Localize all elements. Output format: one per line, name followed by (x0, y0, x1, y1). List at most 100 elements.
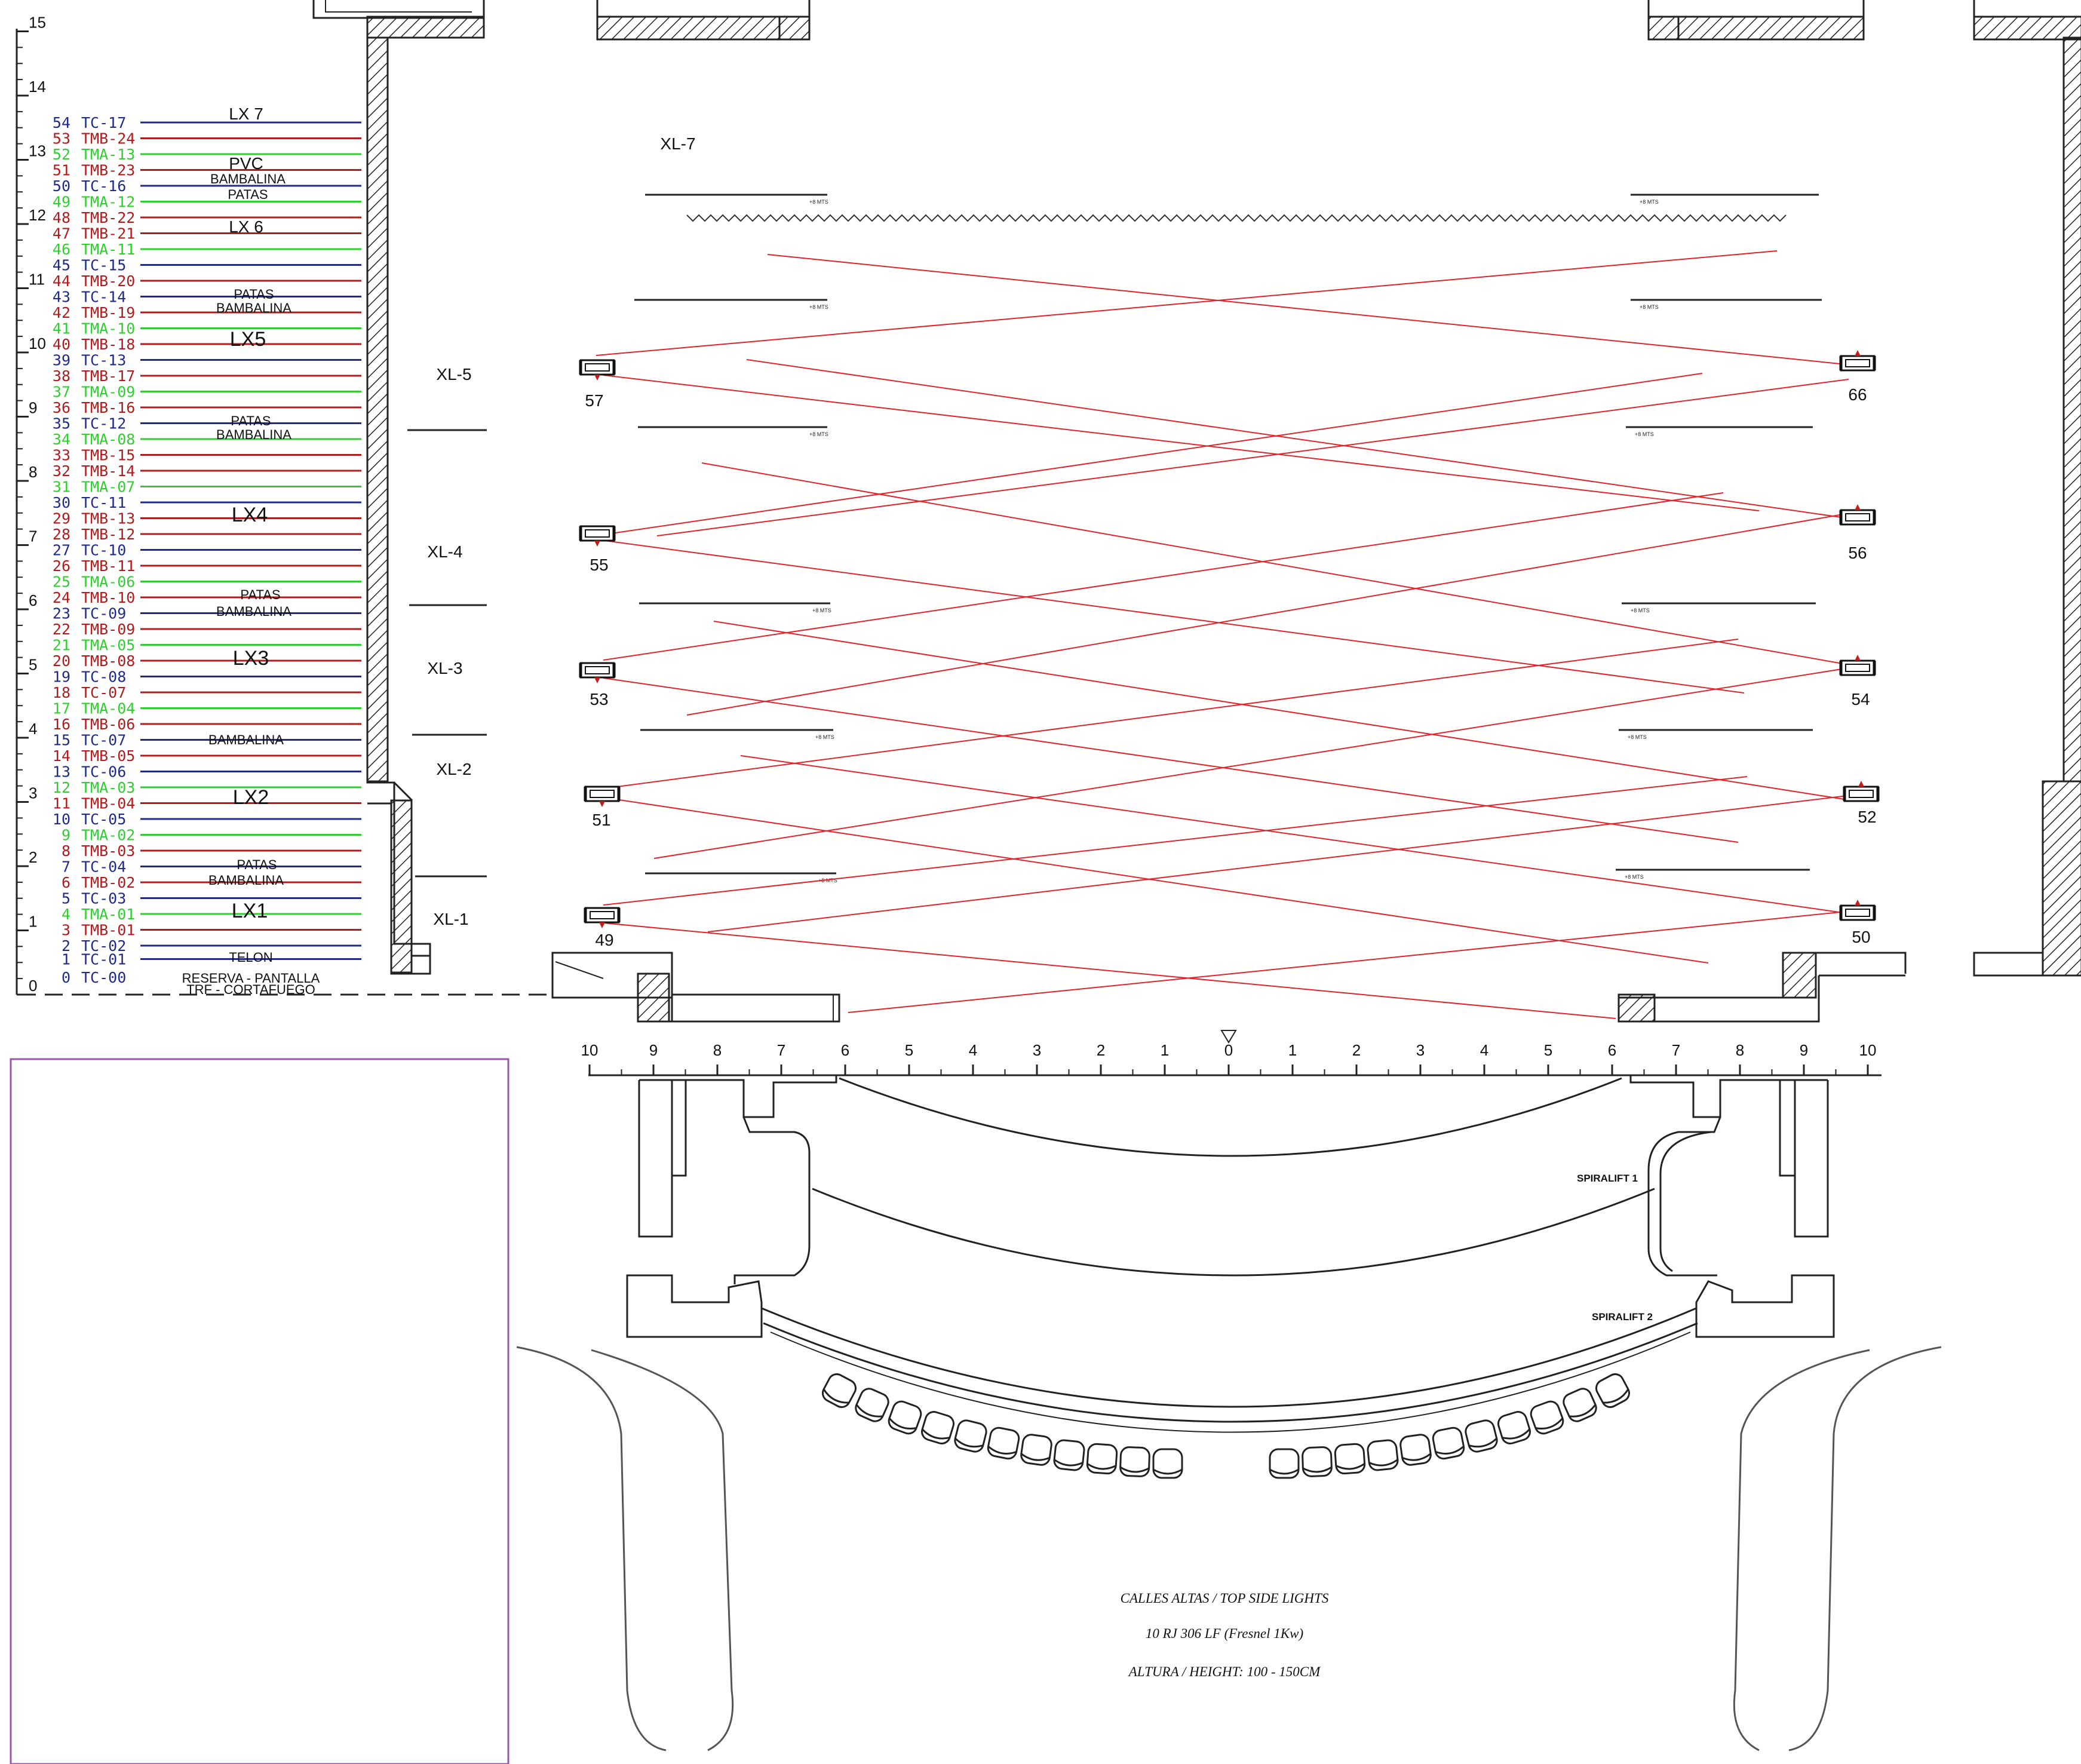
rod-code: TMA-02 (81, 827, 135, 844)
rod-number: 44 (53, 272, 70, 290)
rod-number: 54 (53, 114, 70, 131)
ruler-label: 3 (1033, 1041, 1041, 1059)
rod-code: TC-13 (81, 352, 126, 369)
seat-icon (1302, 1446, 1333, 1477)
rod-number: 14 (53, 747, 70, 765)
bar-label-patas: PATAS (240, 587, 280, 602)
fixture-number: 66 (1848, 385, 1867, 404)
bar-label-lx2: LX2 (233, 786, 269, 809)
scale-label: 10 (29, 335, 46, 352)
ruler-label: 7 (777, 1041, 785, 1059)
rod-code: TMB-03 (81, 842, 135, 860)
ruler-label: 6 (841, 1041, 849, 1059)
bar-label-lx6: LX 6 (229, 217, 263, 236)
ruler-label: 1 (1288, 1041, 1297, 1059)
spiralift-labels: SPIRALIFT 1 SPIRALIFT 2 (1577, 1173, 1653, 1323)
center-mark-icon (1220, 1030, 1237, 1044)
ruler-label: 9 (1800, 1041, 1808, 1059)
scale-label: 8 (29, 463, 37, 481)
bar-label-lx3: LX3 (233, 647, 269, 670)
bar-label-patas: PATAS (228, 187, 268, 202)
scale-label: 15 (29, 14, 46, 32)
seat-icon (888, 1400, 922, 1435)
distance-mark: +8 MTS (812, 608, 831, 613)
ruler-label: 6 (1608, 1041, 1616, 1059)
bar-label-lx4: LX4 (232, 504, 268, 526)
rod-code: TMB-17 (81, 367, 135, 385)
legend-frame (10, 1058, 509, 1764)
scale-label: 4 (29, 720, 37, 738)
distance-mark: +8 MTS (1628, 734, 1647, 740)
rod-number: 46 (53, 241, 70, 258)
bar-label-lx1: LX1 (232, 900, 268, 922)
rod-code: TMB-08 (81, 652, 135, 670)
distance-mark: +8 MTS (815, 734, 834, 740)
rod-number: 34 (53, 431, 70, 448)
rod-code: TMB-01 (81, 922, 135, 939)
seat-icon (1367, 1439, 1399, 1471)
bar-label-bambalina: BAMBALINA (216, 604, 291, 619)
seat-icon (1119, 1446, 1150, 1477)
rod-code: TC-07 (81, 684, 126, 701)
seat-icon (1334, 1443, 1366, 1475)
seat-icon (1269, 1448, 1300, 1479)
rod-number: 2 (62, 937, 70, 955)
bar-label-bambalina: BAMBALINA (208, 732, 284, 747)
rod-number: 31 (53, 478, 70, 496)
rod-code: TMA-06 (81, 573, 135, 591)
rod-number: 5 (62, 890, 70, 907)
distance-mark: +8 MTS (809, 199, 828, 205)
rod-code: TC-16 (81, 177, 126, 195)
rod-code: TC-12 (81, 415, 126, 432)
rod-code: TMB-16 (81, 399, 135, 416)
rod-code: TMB-24 (81, 130, 135, 148)
fresnel-fixture-icon (579, 525, 616, 547)
rod-code: TC-10 (81, 542, 126, 559)
title: CALLES ALTAS / TOP SIDE LIGHTS (1121, 1591, 1329, 1606)
height-note: ALTURA / HEIGHT: 100 - 150CM (1128, 1664, 1321, 1679)
rod-number: 29 (53, 510, 70, 527)
ruler-label: 4 (969, 1041, 977, 1059)
bar-label-telon: TELON (229, 950, 272, 965)
auditorium-aisles (516, 1346, 1942, 1751)
ruler-label: 1 (1161, 1041, 1169, 1059)
rod-number: 11 (53, 795, 70, 812)
rod-code: TMB-10 (81, 589, 135, 606)
seat-icon (1152, 1448, 1183, 1479)
rod-code: TC-02 (81, 937, 126, 955)
wing-dividers (407, 429, 487, 878)
subtitle: 10 RJ 306 LF (Fresnel 1Kw) (1146, 1626, 1303, 1641)
scale-label: 1 (29, 913, 37, 931)
ruler-label: 5 (905, 1041, 913, 1059)
rod-number: 51 (53, 162, 70, 179)
seat-icon (1465, 1419, 1498, 1453)
rod-number: 26 (53, 557, 70, 575)
rod-code: TC-05 (81, 811, 126, 828)
rod-number: 42 (53, 304, 70, 321)
fixture-number: 49 (595, 931, 613, 949)
scale-label: 12 (29, 206, 46, 224)
spiralift-2-label: SPIRALIFT 2 (1592, 1311, 1653, 1323)
rod-number: 50 (53, 177, 70, 195)
rod-number: 18 (53, 684, 70, 701)
bar-labels: LX 7 PVC BAMBALINA PATAS LX 6 PATAS BAMB… (182, 105, 320, 997)
rod-code: TMB-04 (81, 795, 135, 812)
stage-walls (18, 0, 2081, 1023)
rod-code: TC-03 (81, 890, 126, 907)
rod-code: TMA-05 (81, 637, 135, 654)
rod-code: TMA-01 (81, 906, 135, 923)
distance-mark: +8 MTS (1635, 431, 1654, 437)
bar-label-bambalina: BAMBALINA (210, 171, 286, 186)
bar-label-bambalina: BAMBALINA (208, 873, 284, 888)
rod-number: 21 (53, 637, 70, 654)
rod-number: 8 (62, 842, 70, 860)
seat-icon (1432, 1426, 1465, 1460)
rod-number: 43 (53, 289, 70, 306)
rod-code: TC-09 (81, 605, 126, 622)
rod-number: 15 (53, 732, 70, 749)
rod-code: TC-15 (81, 257, 126, 274)
rod-number: 4 (62, 906, 70, 923)
seat-icon (987, 1426, 1020, 1460)
batten-marks: +8 MTS+8 MTS+8 MTS+8 MTS+8 MTS+8 MTS+8 M… (634, 194, 1822, 883)
